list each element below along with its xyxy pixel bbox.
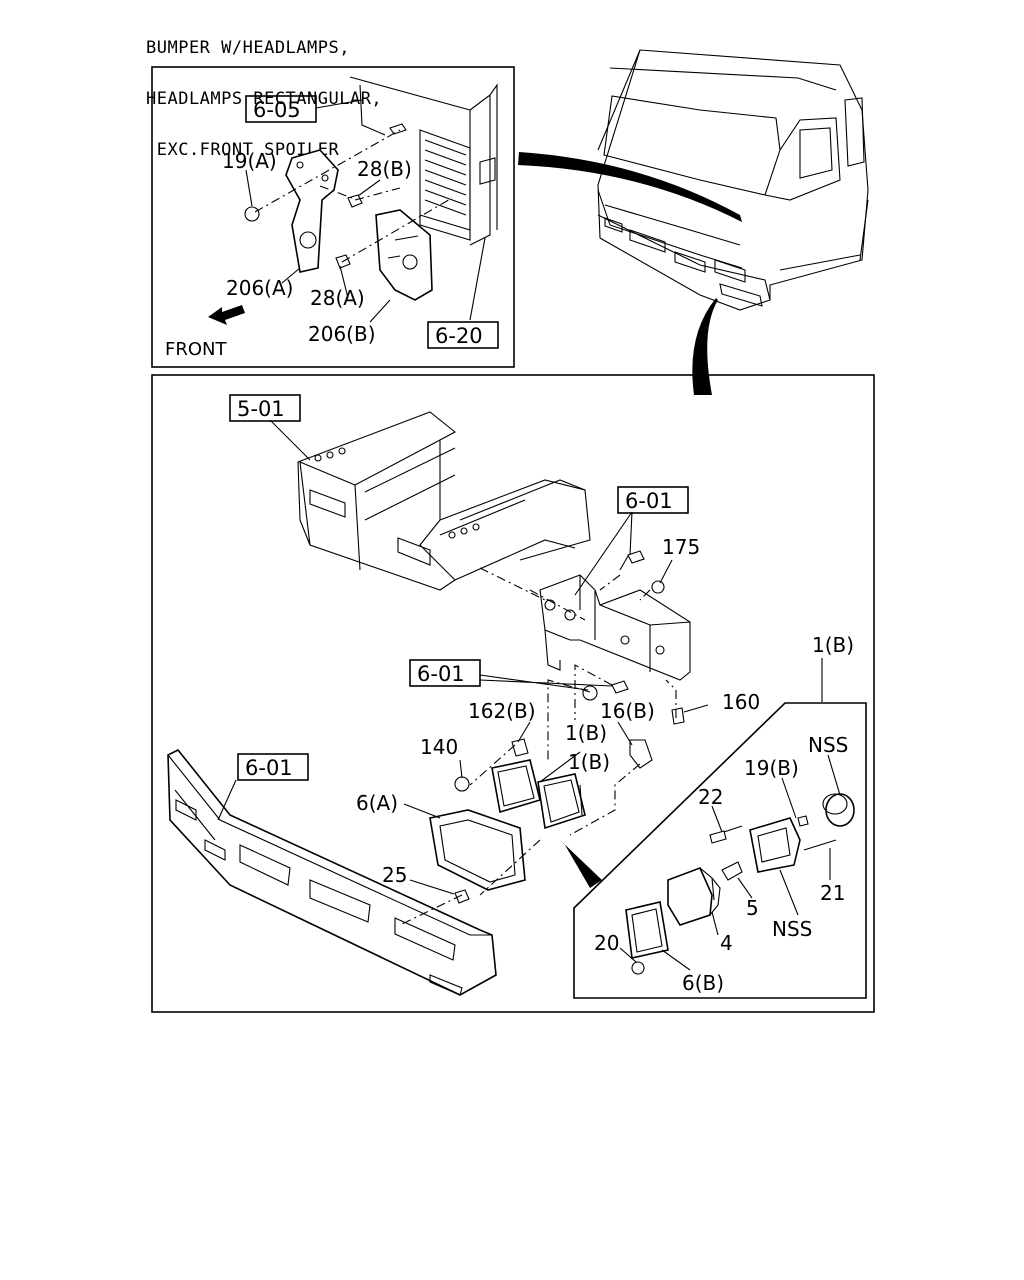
nss-cap	[822, 793, 855, 827]
label-19a: 19(A)	[222, 149, 277, 173]
bulb-5	[721, 861, 743, 881]
bracket-206a	[285, 149, 339, 273]
callout-arrow-main	[692, 298, 718, 395]
bracket-19b-detail	[749, 817, 801, 873]
bracket-206b	[375, 209, 433, 301]
lens-6b	[625, 901, 669, 959]
label-1b-upper: 1(B)	[565, 721, 607, 745]
lamp-housing-4	[667, 866, 721, 926]
fasteners-main	[454, 550, 685, 904]
label-21: 21	[820, 881, 845, 905]
label-162b: 162(B)	[468, 699, 536, 723]
label-20: 20	[594, 931, 619, 955]
label-5: 5	[746, 896, 759, 920]
main-panel: 5-01 6-01 6-01 6-01 175 1(B) 160 162(B) …	[151, 374, 875, 1013]
headlamp-assemblies	[429, 759, 586, 891]
top-inset-panel: 6-05 6-20 19(A) 28(B) 206(A) 28(A) 206(B…	[151, 66, 515, 368]
label-16b: 16(B)	[600, 699, 655, 723]
ref-box-6-01-bumper	[237, 753, 309, 781]
callout-arrow-detail	[560, 840, 602, 888]
label-nss-bottom: NSS	[772, 917, 812, 941]
ref-box-5-01	[229, 394, 301, 422]
label-6a: 6(A)	[356, 791, 398, 815]
front-arrow-icon	[208, 305, 245, 325]
label-206b: 206(B)	[308, 322, 376, 346]
chassis-frame-drawing	[297, 411, 591, 591]
label-28b: 28(B)	[357, 157, 412, 181]
label-front: FRONT	[165, 339, 227, 360]
ref-box-6-20	[427, 321, 499, 349]
ref-box-6-01-bracket	[617, 486, 689, 514]
label-25: 25	[382, 863, 407, 887]
fasteners-detail	[631, 815, 837, 975]
label-nss-top: NSS	[808, 733, 848, 757]
label-140: 140	[420, 735, 458, 759]
fasteners-inset	[244, 123, 407, 269]
inset-frame	[151, 66, 515, 368]
main-frame	[151, 374, 875, 1013]
label-1b-lower: 1(B)	[568, 750, 610, 774]
label-206a: 206(A)	[226, 276, 293, 300]
ref-6-01-bracket: 6-01	[625, 489, 673, 513]
main-leaders	[217, 419, 709, 895]
inset-center-lines	[254, 129, 453, 263]
title-line-1: BUMPER W/HEADLAMPS,	[146, 38, 350, 58]
label-19b: 19(B)	[744, 756, 799, 780]
detail-frame	[573, 702, 867, 999]
bumper-drawing	[167, 748, 497, 996]
truck-cab-drawing	[597, 49, 869, 311]
label-6b: 6(B)	[682, 971, 724, 995]
label-175: 175	[662, 535, 700, 559]
title-line-2: HEADLAMPS RECTANGULAR,	[146, 89, 383, 109]
ref-box-6-05	[245, 95, 317, 123]
label-4: 4	[720, 931, 733, 955]
ref-6-05: 6-05	[253, 98, 301, 122]
detail-inset-panel: NSS 19(B) 22 21 5 NSS 20 4 6(B)	[573, 658, 867, 999]
callout-arrow-top	[518, 152, 742, 222]
detail-leaders	[619, 754, 841, 971]
bumper-bracket-drawing	[539, 574, 691, 681]
ref-6-01-bumper: 6-01	[245, 756, 293, 780]
ref-box-6-01-bolts	[409, 659, 481, 687]
label-22: 22	[698, 785, 723, 809]
bracket-19b-inner	[757, 827, 791, 863]
inset-leaders	[245, 99, 486, 323]
ref-5-01: 5-01	[237, 397, 285, 421]
grille-drawing	[349, 76, 498, 246]
label-1b-detail: 1(B)	[812, 633, 854, 657]
ref-6-01-bolts: 6-01	[417, 662, 465, 686]
ref-6-20: 6-20	[435, 324, 483, 348]
label-160: 160	[722, 690, 760, 714]
label-28a: 28(A)	[310, 286, 365, 310]
